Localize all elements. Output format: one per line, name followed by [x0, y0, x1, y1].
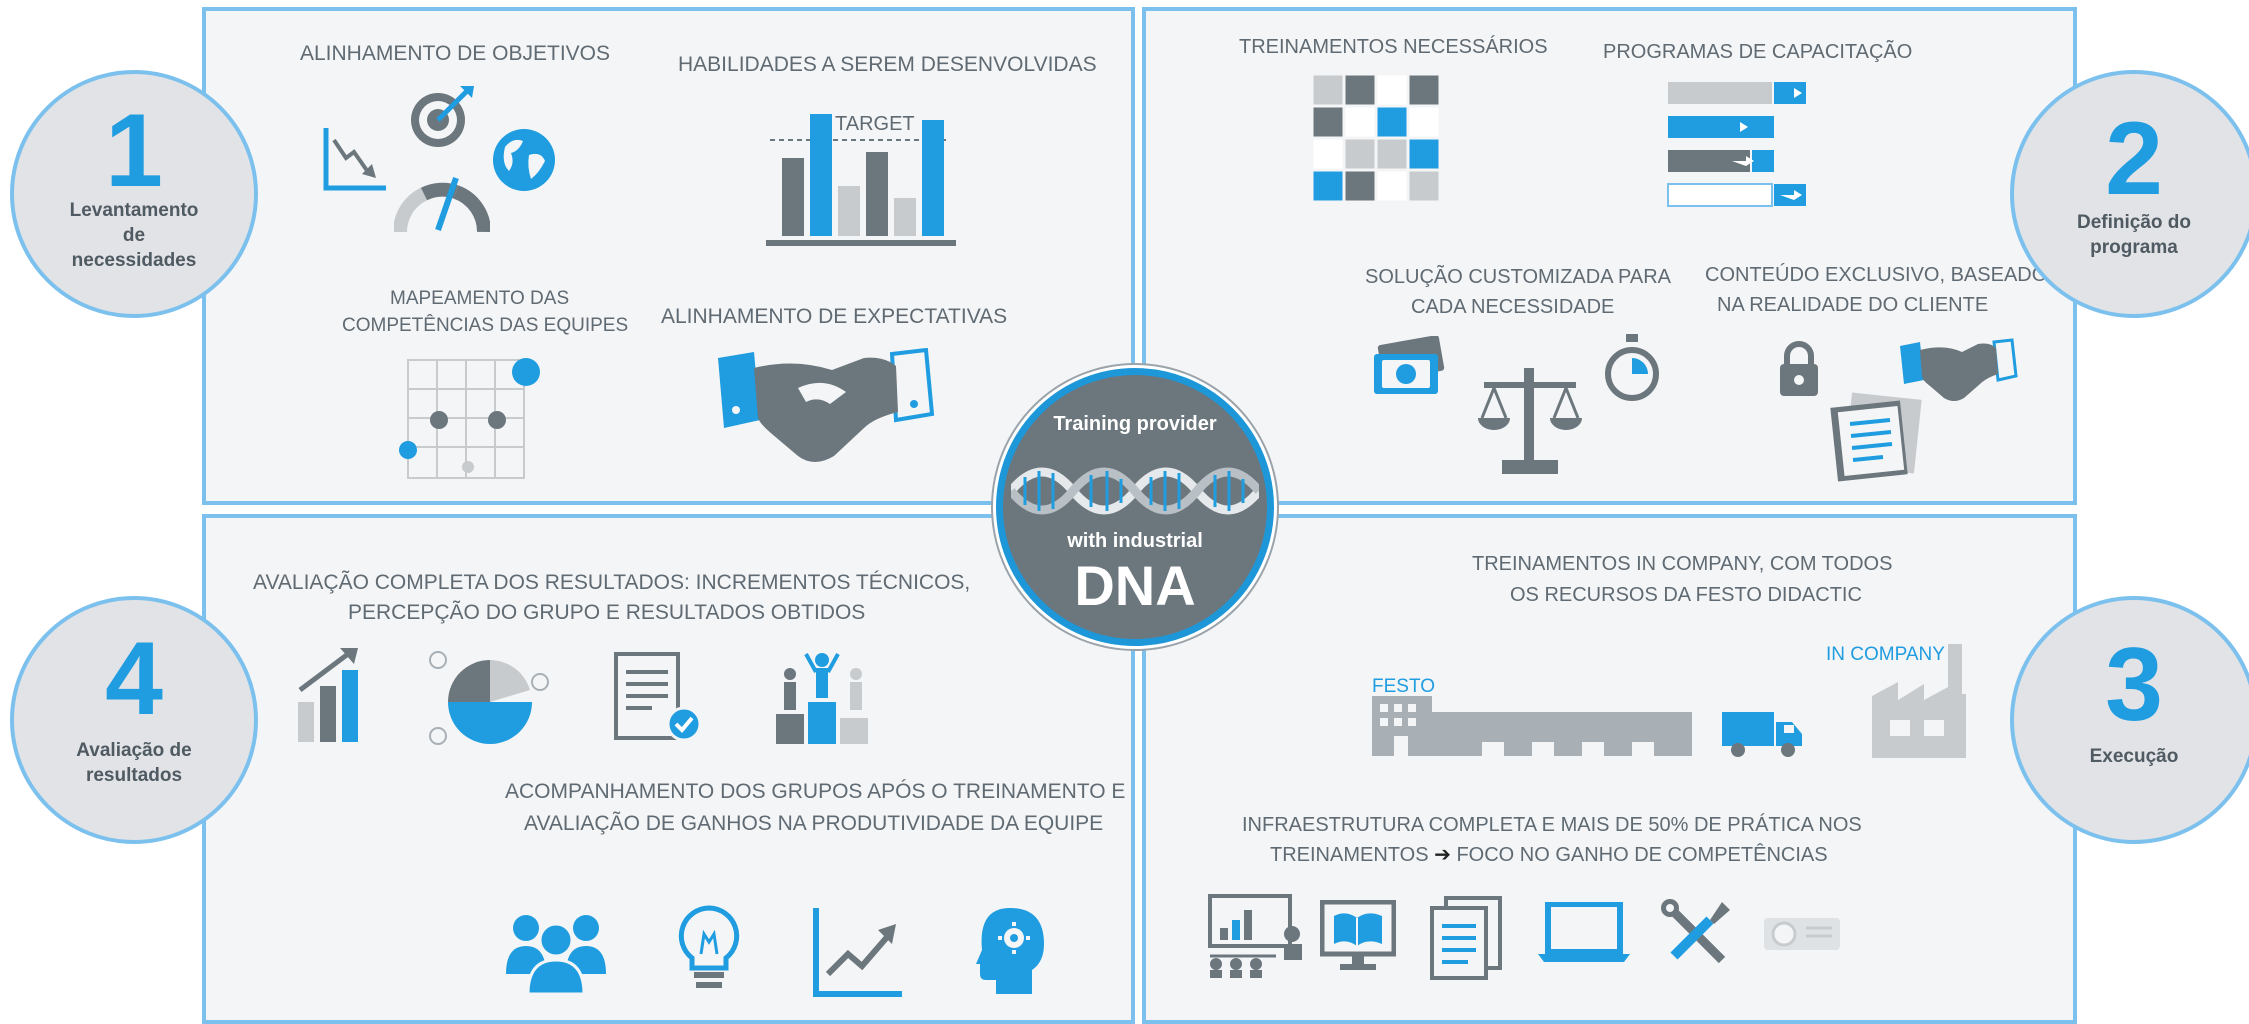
laptop-icon	[1538, 902, 1630, 962]
step-circle-3: 3 Execução	[2010, 596, 2249, 844]
head-gear-icon	[976, 908, 1044, 994]
step-number-1: 1	[105, 93, 163, 209]
in-company-label: IN COMPANY	[1826, 644, 1945, 665]
caption-mapeamento-line2: COMPETÊNCIAS DAS EQUIPES	[342, 315, 629, 336]
caption-infra-line2: TREINAMENTOS ➔ FOCO NO GANHO DE COMPETÊN…	[1270, 840, 1828, 871]
competency-grid-icon	[399, 358, 540, 479]
lightbulb-icon	[678, 905, 740, 988]
arrow-icon: ➔	[1434, 844, 1451, 866]
caption-treinamentos-necessarios: TREINAMENTOS NECESSÁRIOS	[1239, 36, 1548, 58]
globe-icon	[493, 129, 555, 191]
step-circle-4: 4 Avaliação de resultados	[10, 596, 258, 844]
lock-icon	[1780, 341, 1818, 396]
step-label-4: Avaliação de resultados	[76, 740, 192, 786]
handouts-icon	[1430, 896, 1502, 980]
step-number-3: 3	[2105, 627, 2163, 743]
training-matrix-icon	[1312, 74, 1440, 202]
caption-mapeamento-line1: MAPEAMENTO DAS	[390, 288, 570, 309]
caption-avaliacao-line1: AVALIAÇÃO COMPLETA DOS RESULTADOS: INCRE…	[253, 571, 971, 594]
program-bars-icon	[1667, 82, 1806, 207]
caption-acomp-line1: ACOMPANHAMENTO DOS GRUPOS APÓS O TREINAM…	[505, 780, 1126, 803]
step-label-2: Definição do programa	[2076, 212, 2191, 258]
elearning-icon	[1320, 900, 1396, 970]
target-label: TARGET	[833, 113, 917, 135]
caption-infra-line2-end: FOCO NO GANHO DE COMPETÊNCIAS	[1456, 844, 1828, 866]
center-line3: DNA	[1074, 554, 1196, 617]
caption-programas-capacitacao: PROGRAMAS DE CAPACITAÇÃO	[1603, 41, 1913, 63]
caption-infra-line1: INFRAESTRUTURA COMPLETA E MAIS DE 50% DE…	[1242, 814, 1862, 836]
truck-icon	[1722, 712, 1802, 757]
caption-infra-line2-start: TREINAMENTOS	[1270, 844, 1429, 866]
caption-solucao-line2: CADA NECESSIDADE	[1411, 296, 1615, 318]
caption-acomp-line2: AVALIAÇÃO DE GANHOS NA PRODUTIVIDADE DA …	[524, 812, 1104, 835]
center-line1: Training provider	[1053, 413, 1217, 435]
center-line2: with industrial	[1067, 530, 1203, 552]
caption-avaliacao-line2: PERCEPÇÃO DO GRUPO E RESULTADOS OBTIDOS	[348, 601, 866, 624]
money-icon	[1374, 336, 1445, 394]
caption-solucao-line1: SOLUÇÃO CUSTOMIZADA PARA	[1365, 266, 1671, 288]
balance-scale-icon	[1478, 368, 1582, 474]
team-icon	[506, 915, 606, 994]
step-circle-1: 1 Levantamento de necessidades	[10, 70, 258, 318]
tools-icon	[1661, 899, 1730, 964]
target-bar-chart-icon	[766, 114, 956, 246]
line-growth-chart-icon	[813, 908, 902, 997]
panel-step-1	[202, 7, 1135, 505]
caption-alinhamento-expectativas: ALINHAMENTO DE EXPECTATIVAS	[661, 305, 1008, 328]
factory-icon	[1872, 644, 1966, 758]
step-number-2: 2	[2105, 101, 2163, 217]
caption-conteudo-line1: CONTEÚDO EXCLUSIVO, BASEADO	[1705, 264, 2048, 286]
caption-habilidades: HABILIDADES A SEREM DESENVOLVIDAS	[678, 53, 1097, 76]
target-icon	[411, 86, 474, 147]
gauge-icon	[394, 177, 490, 233]
step-label-1: Levantamento de necessidades	[69, 200, 199, 271]
center-badge: Training provider with industrial DNA	[996, 368, 1274, 646]
panel-step-4	[202, 514, 1135, 1024]
festo-building-icon	[1372, 696, 1692, 756]
checklist-icon	[614, 652, 702, 742]
caption-alinhamento-objetivos: ALINHAMENTO DE OBJETIVOS	[300, 42, 611, 65]
declining-chart-icon	[323, 128, 386, 191]
stopwatch-icon	[1605, 334, 1659, 401]
projector-icon	[1764, 918, 1840, 950]
festo-label: FESTO	[1372, 676, 1435, 697]
small-handshake-icon	[1900, 338, 2018, 401]
handshake-icon	[718, 348, 935, 462]
caption-incompany-line2: OS RECURSOS DA FESTO DIDACTIC	[1510, 584, 1862, 606]
caption-conteudo-line2: NA REALIDADE DO CLIENTE	[1717, 294, 1989, 316]
panel-step-2	[1142, 7, 2077, 505]
pie-feedback-icon	[429, 651, 549, 745]
documents-icon	[1830, 392, 1922, 482]
podium-people-icon	[776, 653, 868, 744]
growth-bars-icon	[298, 648, 358, 742]
dna-helix-icon	[1011, 467, 1259, 515]
presentation-icon	[1208, 894, 1302, 978]
caption-incompany-line1: TREINAMENTOS IN COMPANY, COM TODOS	[1472, 553, 1893, 575]
step-number-4: 4	[105, 621, 163, 737]
step-label-3: Execução	[2089, 746, 2179, 767]
step-circle-2: 2 Definição do programa	[2010, 70, 2249, 318]
